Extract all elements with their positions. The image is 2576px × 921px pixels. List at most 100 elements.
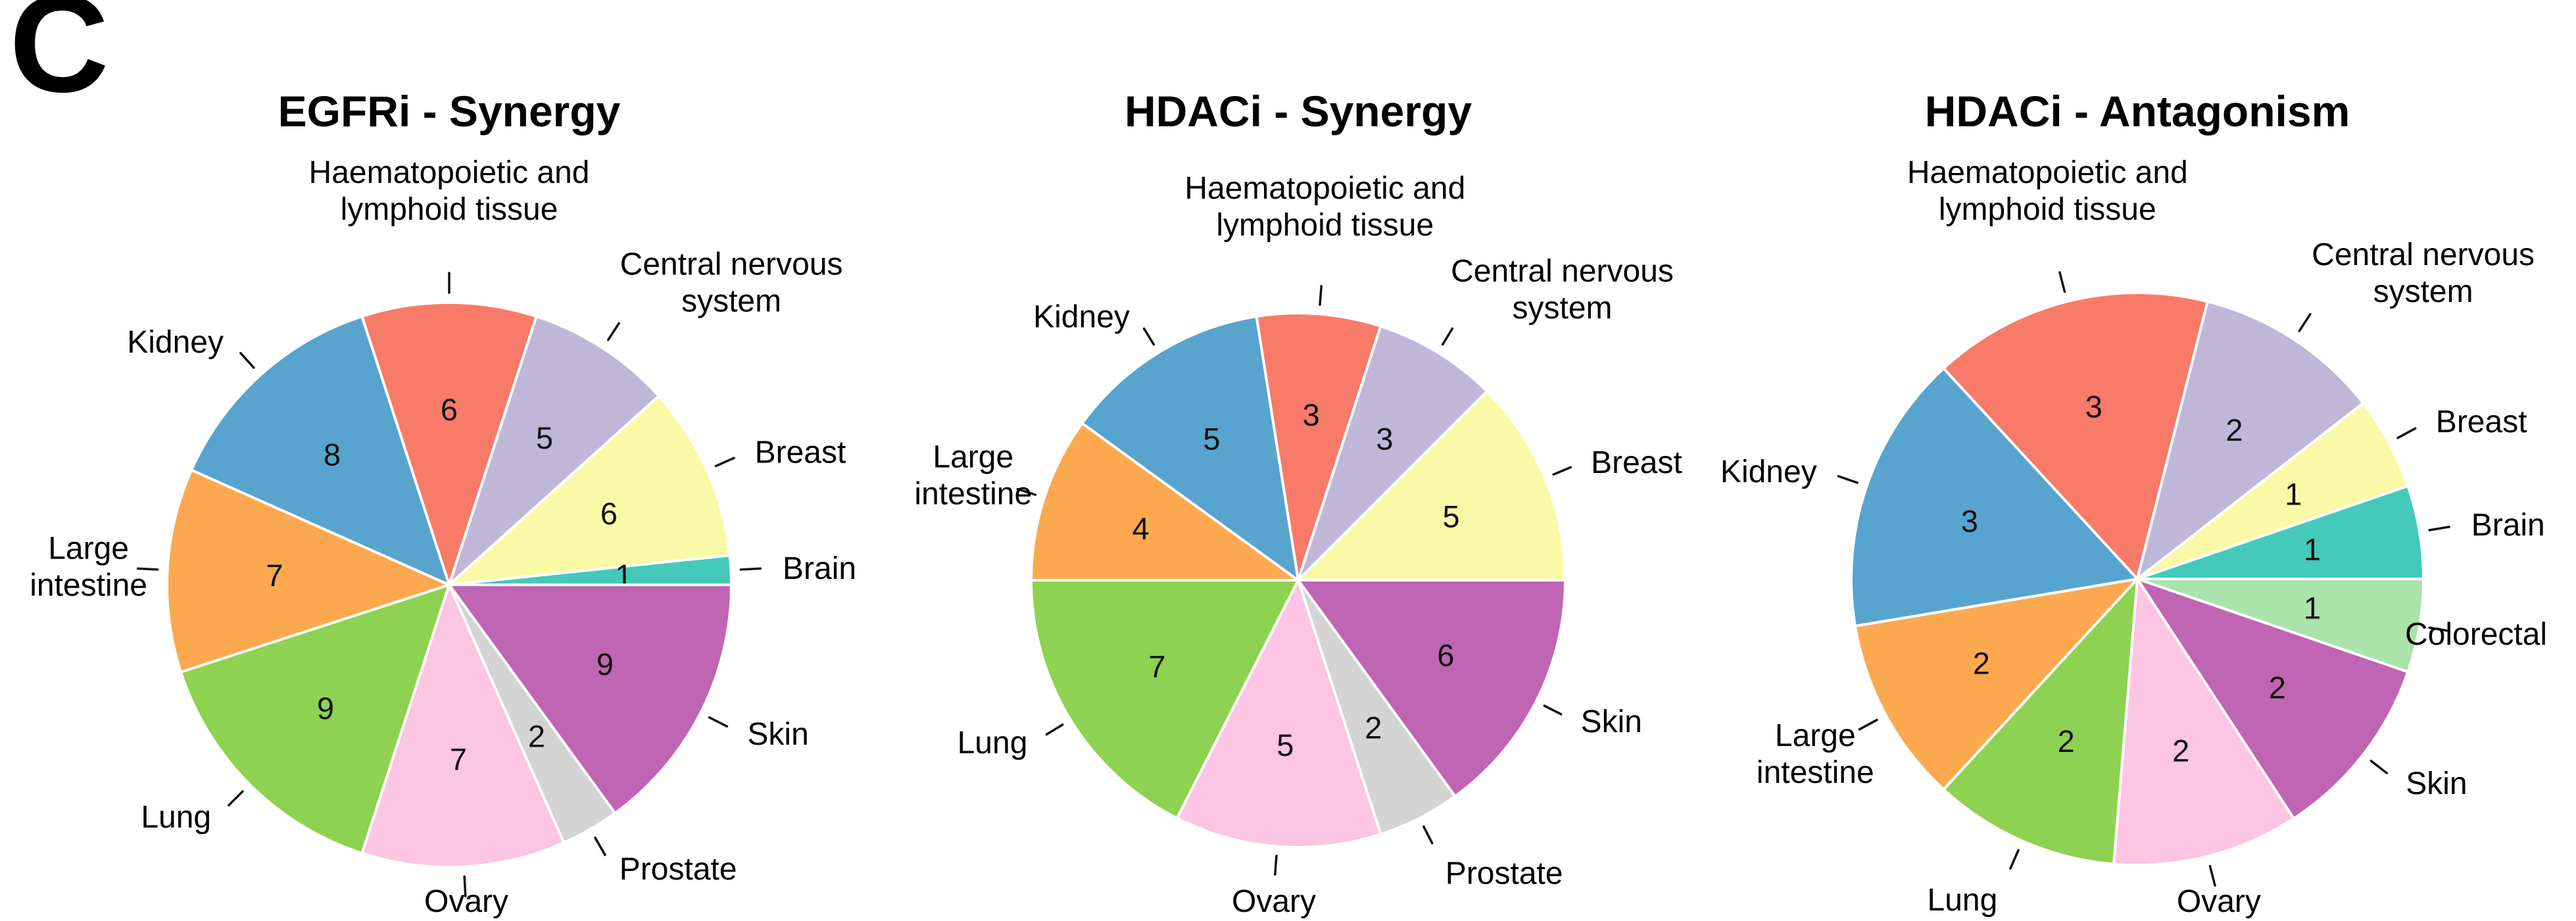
label-tick-kidney [1142,327,1155,346]
label-tick-central-nervous-system [1441,327,1454,346]
label-tick-skin [2369,759,2389,774]
label-tick-kidney [239,351,255,369]
slice-value-skin: 2 [2269,670,2286,705]
slice-label-kidney: Kidney [127,325,224,360]
pie-slice-large-intestine [1030,422,1300,582]
pie-slice-central-nervous-system [2136,300,2365,580]
pie-slice-ovary [2112,578,2295,866]
slice-label-line: Ovary [2177,884,2261,919]
label-tick-ovary [2208,864,2216,887]
label-tick-haematopoietic-and-lymphoid-tissue [2058,271,2066,293]
slice-value-large-intestine: 4 [1132,511,1150,546]
slice-label-lung: Lung [1928,883,1998,918]
label-tick-brain [2428,526,2450,532]
pie-slice-brain [2136,484,2425,580]
slice-label-line: lymphoid tissue [1216,208,1434,243]
pie-slice-skin [2136,578,2410,820]
slice-value-prostate: 2 [528,718,545,753]
pie-slice-ovary [360,584,566,868]
slice-label-line: lymphoid tissue [341,192,558,227]
slice-label-prostate: Prostate [620,852,737,887]
pie-slice-kidney [1849,367,2139,628]
chart-title: HDACi - Synergy [1125,87,1472,136]
label-tick-brain [739,567,762,571]
slice-value-skin: 9 [596,647,614,682]
slice-label-line: Lung [958,726,1028,760]
slice-value-central-nervous-system: 5 [536,420,553,455]
pie-slice-kidney [1081,315,1300,582]
slice-value-lung: 2 [2058,724,2075,759]
slice-label-line: Lung [1928,883,1998,918]
slice-label-line: Central nervous [2312,237,2535,272]
slice-label-ovary: Ovary [1232,884,1316,919]
slice-label-line: Ovary [424,884,508,919]
slice-value-haematopoietic-and-lymphoid-tissue: 3 [2085,389,2102,424]
label-tick-prostate [594,836,606,857]
slice-value-central-nervous-system: 2 [2225,412,2243,447]
panel-letter: C [9,0,109,121]
label-tick-skin [1543,705,1563,716]
chart-title: HDACi - Antagonism [1925,87,2350,136]
slice-label-line: intestine [1757,755,1874,790]
slice-label-skin: Skin [1581,705,1642,739]
label-tick-central-nervous-system [2298,312,2312,332]
slice-value-breast: 6 [600,496,618,531]
pie-slice-haematopoietic-and-lymphoid-tissue [360,301,538,586]
slice-label-line: Prostate [1446,857,1563,891]
slice-label-line: Kidney [1033,299,1130,334]
pie-slice-ovary [1175,579,1382,849]
slice-value-ovary: 7 [450,742,467,777]
slice-label-brain: Brain [2471,508,2545,543]
slice-label-line: Large [1775,718,1856,753]
label-tick-haematopoietic-and-lymphoid-tissue [1319,285,1323,306]
slice-label-line: Kidney [1720,455,1817,489]
slice-value-kidney: 8 [324,437,341,472]
pie-slice-skin [448,584,733,815]
slice-value-lung: 9 [317,691,334,726]
pie-slice-lung [180,584,450,855]
pie-slice-large-intestine [166,468,450,674]
slice-label-lung: Lung [141,800,211,835]
slice-label-line: Brain [2471,508,2545,543]
pie-slice-breast [1297,389,1567,582]
label-tick-large-intestine [1016,487,1037,496]
label-tick-lung [2009,849,2020,870]
slice-label-line: Haematopoietic and [1184,171,1465,206]
slice-label-lung: Lung [958,726,1028,760]
slice-label-line: Skin [747,717,808,752]
slice-value-large-intestine: 2 [1973,645,1990,680]
label-tick-skin [708,716,729,728]
slice-value-colorectal: 1 [2304,590,2321,625]
pie-slice-large-intestine [1853,578,2139,791]
label-tick-central-nervous-system [607,322,620,341]
slice-label-brain: Brain [783,551,856,586]
label-tick-large-intestine [136,567,159,571]
label-tick-breast [714,457,735,468]
slice-label-skin: Skin [747,717,808,752]
slice-value-breast: 1 [2285,477,2302,512]
slice-label-line: Breast [2436,405,2527,439]
slice-value-breast: 5 [1443,499,1460,534]
slice-label-breast: Breast [2436,405,2527,439]
slice-value-kidney: 5 [1203,421,1220,456]
label-tick-large-intestine [1858,718,1878,731]
pie-slice-breast [448,394,731,586]
slice-value-lung: 7 [1148,649,1165,684]
slice-label-prostate: Prostate [1446,857,1563,891]
slice-label-kidney: Kidney [1720,455,1817,489]
pie-slice-kidney [190,315,450,586]
pie-slice-haematopoietic-and-lymphoid-tissue [1942,291,2209,580]
label-tick-breast [1552,466,1572,476]
label-tick-colorectal [2428,626,2450,632]
